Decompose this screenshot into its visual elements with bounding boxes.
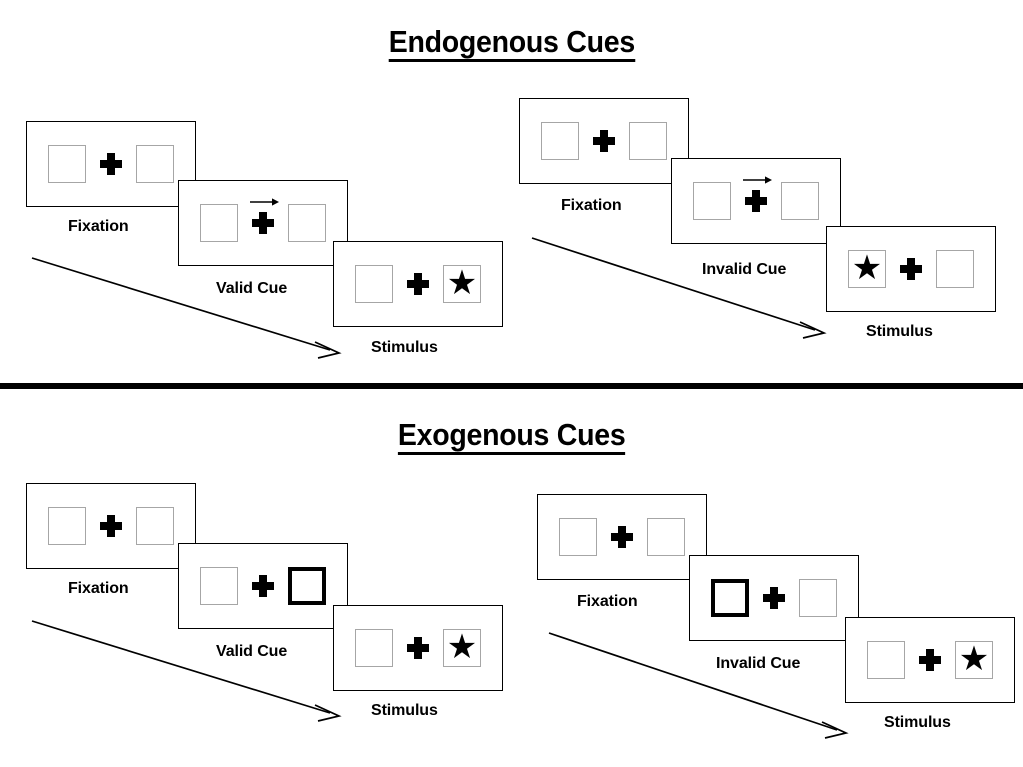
stimulus-box-left: [559, 518, 597, 556]
stage-label-endogenous-invalid-cue: Invalid Cue: [702, 261, 787, 278]
target-star-icon: ★: [851, 248, 883, 287]
stimulus-box-right: [936, 250, 974, 288]
stage-label-exogenous-valid-fixation: Fixation: [68, 580, 129, 597]
fixation-plus-icon: [252, 212, 274, 234]
stage-label-exogenous-valid-stimulus: Stimulus: [371, 702, 438, 719]
section-title-exogenous-text: Exogenous Cues: [397, 419, 626, 455]
stimulus-box-left: [355, 629, 393, 667]
stage-label-exogenous-invalid-stimulus: Stimulus: [884, 714, 951, 731]
panel-endogenous-invalid-fixation: [519, 98, 689, 184]
stimulus-box-right-target: ★: [955, 641, 993, 679]
stage-label-endogenous-valid-cue: Valid Cue: [216, 280, 288, 297]
stimulus-box-left-cued: [711, 579, 749, 617]
flow-arrow-exogenous-invalid: [548, 632, 849, 739]
stage-label-exogenous-valid-cue: Valid Cue: [216, 643, 288, 660]
target-star-icon: ★: [446, 263, 478, 302]
stimulus-box-left: [48, 507, 86, 545]
stage-label-endogenous-valid-stimulus: Stimulus: [371, 339, 438, 356]
fixation-plus-icon: [407, 273, 429, 295]
cue-slot: [250, 198, 279, 234]
target-star-icon: ★: [958, 639, 990, 678]
stage-label-endogenous-invalid-fixation: Fixation: [561, 197, 622, 214]
stimulus-box-left-target: ★: [848, 250, 886, 288]
stimulus-box-left: [200, 567, 238, 605]
stimulus-box-right: [629, 122, 667, 160]
stage-label-endogenous-invalid-stimulus: Stimulus: [866, 323, 933, 340]
right-arrow-icon: [250, 198, 279, 206]
stage-label-exogenous-invalid-cue: Invalid Cue: [716, 655, 801, 672]
section-title-exogenous: Exogenous Cues: [0, 419, 1023, 455]
section-title-endogenous-text: Endogenous Cues: [388, 26, 635, 62]
stimulus-box-right: [136, 507, 174, 545]
stimulus-box-left: [200, 204, 238, 242]
stimulus-box-right: [799, 579, 837, 617]
right-arrow-icon: [743, 176, 772, 184]
fixation-plus-icon: [252, 575, 274, 597]
stimulus-box-right: [136, 145, 174, 183]
target-star-icon: ★: [446, 627, 478, 666]
panel-exogenous-invalid-fixation: [537, 494, 707, 580]
fixation-plus-icon: [611, 526, 633, 548]
panel-exogenous-valid-cue: [178, 543, 348, 629]
panel-endogenous-invalid-stimulus: ★: [826, 226, 996, 312]
fixation-plus-icon: [919, 649, 941, 671]
stage-label-exogenous-invalid-fixation: Fixation: [577, 593, 638, 610]
stimulus-box-left: [541, 122, 579, 160]
stimulus-box-left: [867, 641, 905, 679]
panel-endogenous-valid-fixation: [26, 121, 196, 207]
stimulus-box-left: [693, 182, 731, 220]
stimulus-box-right: [647, 518, 685, 556]
flow-arrow-exogenous-valid: [31, 620, 342, 722]
panel-endogenous-invalid-cue: [671, 158, 841, 244]
fixation-plus-icon: [407, 637, 429, 659]
panel-exogenous-valid-fixation: [26, 483, 196, 569]
fixation-plus-icon: [593, 130, 615, 152]
stimulus-box-right: [288, 204, 326, 242]
stimulus-box-right: [781, 182, 819, 220]
fixation-plus-icon: [100, 153, 122, 175]
stimulus-box-right-target: ★: [443, 265, 481, 303]
fixation-plus-icon: [900, 258, 922, 280]
section-title-endogenous: Endogenous Cues: [0, 26, 1023, 62]
stimulus-box-right-cued: [288, 567, 326, 605]
stimulus-box-right-target: ★: [443, 629, 481, 667]
panel-endogenous-valid-cue: [178, 180, 348, 266]
section-divider: [0, 383, 1023, 389]
fixation-plus-icon: [745, 190, 767, 212]
flow-arrow-endogenous-valid: [31, 257, 342, 359]
panel-exogenous-invalid-stimulus: ★: [845, 617, 1015, 703]
fixation-plus-icon: [763, 587, 785, 609]
panel-endogenous-valid-stimulus: ★: [333, 241, 503, 327]
cue-slot: [743, 176, 772, 212]
stimulus-box-left: [48, 145, 86, 183]
panel-exogenous-invalid-cue: [689, 555, 859, 641]
stimulus-box-left: [355, 265, 393, 303]
stage-label-endogenous-valid-fixation: Fixation: [68, 218, 129, 235]
fixation-plus-icon: [100, 515, 122, 537]
panel-exogenous-valid-stimulus: ★: [333, 605, 503, 691]
flow-arrow-endogenous-invalid: [531, 237, 827, 339]
